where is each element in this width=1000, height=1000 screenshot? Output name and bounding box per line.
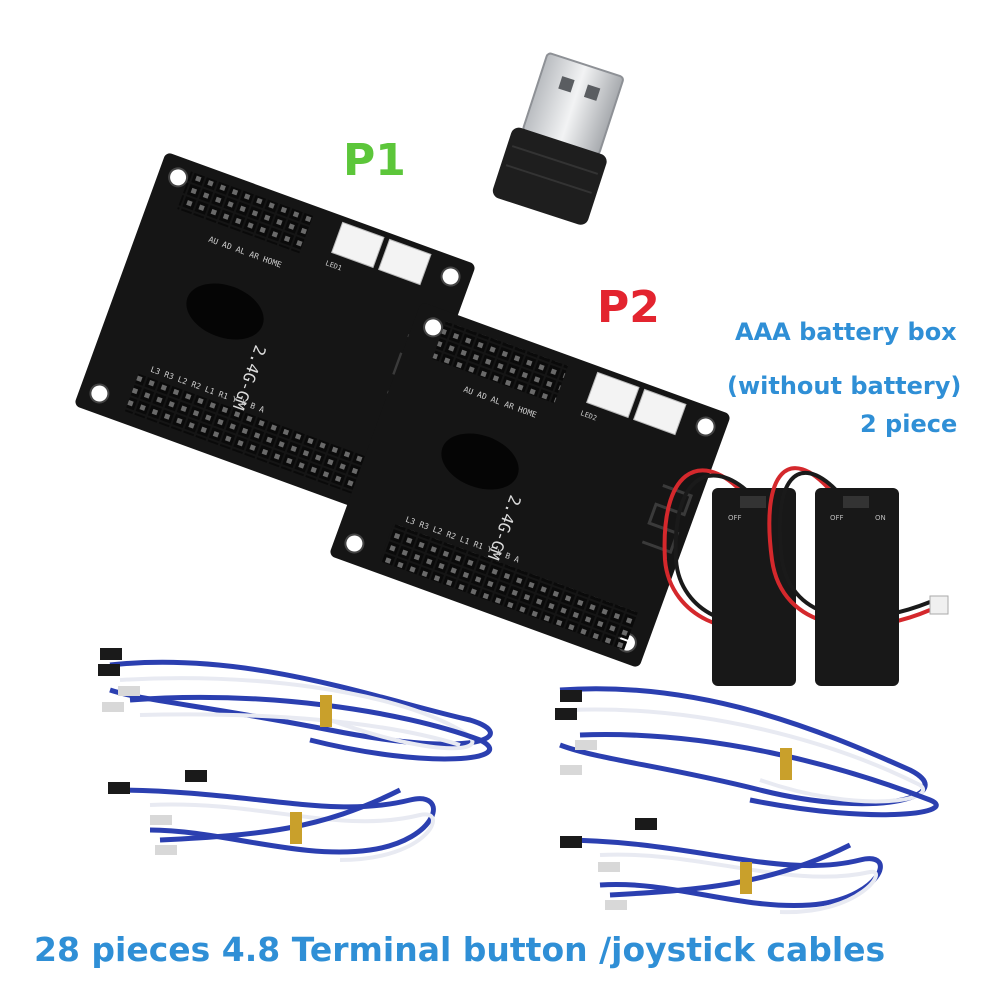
battery-switch-off-label-right: OFF <box>830 514 844 522</box>
cable-bundle-top-left <box>98 648 493 762</box>
battery-switch-on-label-right: ON <box>875 514 886 522</box>
battery-box-caption-line1: AAA battery box <box>735 318 957 346</box>
battery-box-left: OFF <box>662 468 796 686</box>
cables-caption: 28 pieces 4.8 Terminal button /joystick … <box>34 930 886 969</box>
battery-box-caption-line2: (without battery) <box>727 372 962 400</box>
battery-switch-off-label-left: OFF <box>728 514 742 522</box>
cable-bundle-top-right <box>555 686 939 818</box>
usb-receiver <box>492 52 624 225</box>
player2-label: P2 <box>597 282 660 333</box>
cable-bundle-bottom-left <box>108 770 436 862</box>
cable-bundle-bottom-right <box>559 818 883 915</box>
player1-label: P1 <box>343 135 406 186</box>
pcb-board-p1: 2.4G-GM AU AD AL AR HOME L3 R3 L2 R2 L1 … <box>75 153 475 517</box>
pcb-board-p2: 2.4G-GM AU AD AL AR HOME L3 R3 L2 R2 L1 … <box>330 303 730 667</box>
battery-box-right: OFF ON <box>767 466 949 686</box>
battery-box-caption-line3: 2 piece <box>860 410 958 438</box>
